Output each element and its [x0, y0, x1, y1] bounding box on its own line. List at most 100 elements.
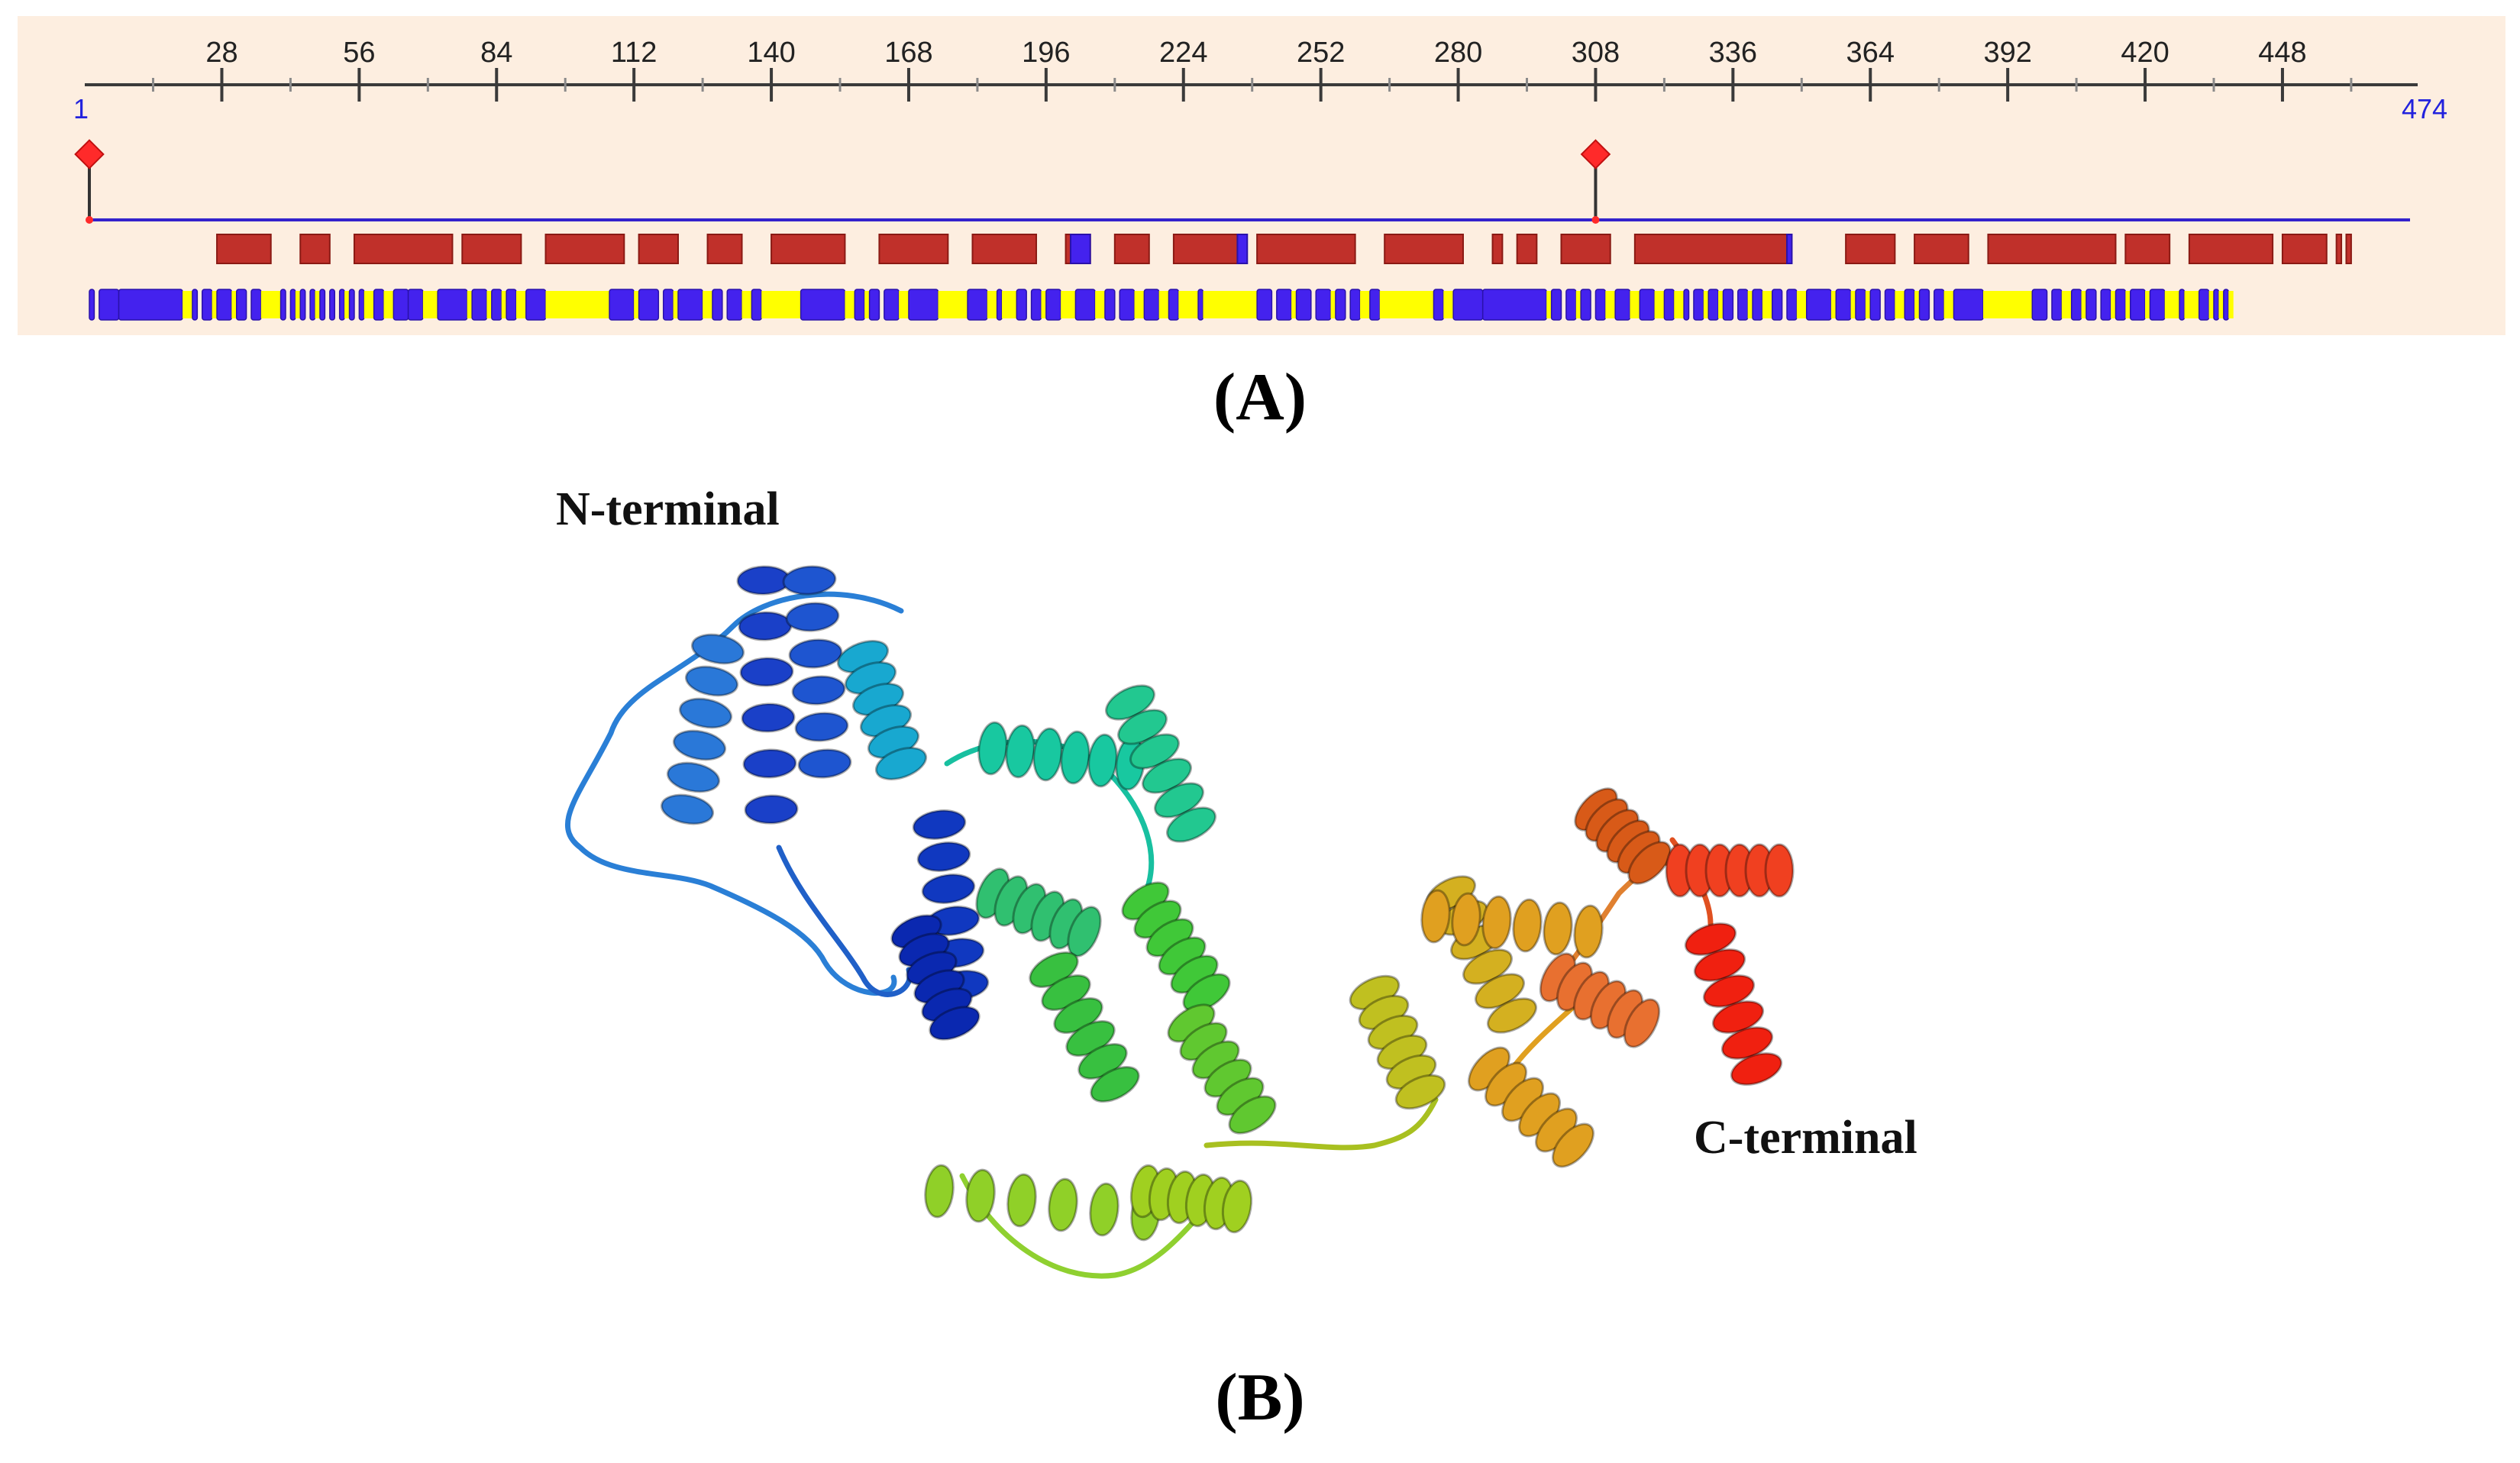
- strand-segment: [525, 289, 547, 321]
- ruler-tick-label: 392: [1983, 37, 2031, 69]
- strand-segment: [967, 289, 988, 321]
- helix-turn: [1702, 974, 1756, 1008]
- strand-segment: [2213, 289, 2220, 321]
- helix-box: [1516, 234, 1538, 264]
- helix-turn: [874, 747, 928, 780]
- strand-segment: [2179, 289, 2186, 321]
- helix-box: [1633, 234, 1788, 264]
- coil-segment: [467, 291, 473, 318]
- ruler-tick-label: 364: [1846, 37, 1895, 69]
- strand-segment: [854, 289, 865, 321]
- coil-segment: [1061, 291, 1076, 318]
- strand-segment: [491, 289, 502, 321]
- strand-segment: [338, 289, 345, 321]
- coil-segment: [1983, 291, 2033, 318]
- helix-turn: [690, 633, 745, 665]
- coil-loop: [565, 591, 904, 996]
- strand-segment: [235, 289, 247, 321]
- strand-segment: [118, 289, 183, 321]
- strand-segment: [662, 289, 674, 321]
- coil-segment: [1178, 291, 1199, 318]
- helix-box: [638, 234, 679, 264]
- coil-segment: [1703, 291, 1709, 318]
- coil-segment: [1605, 291, 1616, 318]
- helix-turn: [1060, 730, 1090, 785]
- coil-segment: [1134, 291, 1145, 318]
- ruler-tick-label: 168: [884, 37, 932, 69]
- strand-segment: [638, 289, 660, 321]
- helix-turn: [1512, 898, 1543, 953]
- strand-segment: [1693, 289, 1704, 321]
- strand-segment: [908, 289, 939, 321]
- coil-segment: [2111, 291, 2116, 318]
- ruler-tick-label: 224: [1159, 37, 1207, 69]
- helix-turn: [921, 874, 976, 904]
- ruler-tick-label: 84: [480, 37, 512, 69]
- n-terminal-label: N-terminal: [556, 483, 780, 535]
- strand-segment: [373, 289, 385, 321]
- helix-turn: [924, 1164, 955, 1219]
- coil-segment: [845, 291, 855, 318]
- strand-segment: [2070, 289, 2082, 321]
- strand-segment: [609, 289, 635, 321]
- strand-segment: [1349, 289, 1361, 321]
- helix-turn: [1166, 806, 1216, 843]
- coil-segment: [1914, 291, 1920, 318]
- helix-turn: [912, 809, 967, 840]
- helix-turn: [1048, 1177, 1078, 1232]
- helix-box: [971, 234, 1038, 264]
- helix-turn: [1006, 1173, 1037, 1228]
- helix-box: [1113, 234, 1150, 264]
- coil-segment: [1575, 291, 1581, 318]
- helix-box: [1172, 234, 1239, 264]
- coil-segment: [344, 291, 350, 318]
- coil-segment: [1850, 291, 1856, 318]
- coil-segment: [212, 291, 218, 318]
- helix-box: [1384, 234, 1464, 264]
- helix-turn: [1005, 724, 1035, 779]
- coil-segment: [363, 291, 374, 318]
- strand-segment: [1737, 289, 1749, 321]
- strand-segment: [1580, 289, 1591, 321]
- strand-segment: [99, 289, 120, 321]
- coil-segment: [1041, 291, 1046, 318]
- helix-turn: [791, 675, 846, 706]
- helix-box: [353, 234, 454, 264]
- helix-turn: [797, 748, 852, 779]
- strand-segment: [216, 289, 233, 321]
- coil-loop: [1203, 1096, 1439, 1151]
- helix-turn: [782, 565, 837, 596]
- coil-segment: [2145, 291, 2150, 318]
- helix-box: [2281, 234, 2328, 264]
- helix-turn: [1573, 904, 1604, 959]
- coil-loop: [776, 845, 913, 997]
- strand-segment: [437, 289, 468, 321]
- strand-segment: [751, 289, 762, 321]
- strand-segment: [471, 289, 488, 321]
- coil-segment: [899, 291, 909, 318]
- helix-box: [878, 234, 949, 264]
- coil-segment: [1630, 291, 1640, 318]
- helix-turn: [1543, 901, 1573, 956]
- strand-segment: [329, 289, 335, 321]
- strand-segment: [1030, 289, 1042, 321]
- coil-segment: [1943, 291, 1954, 318]
- strand-segment: [1663, 289, 1675, 321]
- helix-box: [1987, 234, 2117, 264]
- strand-segment: [1918, 289, 1930, 321]
- helix-box: [2188, 234, 2274, 264]
- panel-b-caption: (B): [1215, 1361, 1305, 1435]
- strand-segment: [1143, 289, 1160, 321]
- coil-segment: [183, 291, 192, 318]
- coil-segment: [741, 291, 752, 318]
- c-terminal-label: C-terminal: [1694, 1112, 1917, 1164]
- strand-segment: [1884, 289, 1896, 321]
- strand-segment: [1953, 289, 1984, 321]
- strand-segment: [1045, 289, 1061, 321]
- helix-box: [299, 234, 331, 264]
- coil-segment: [1796, 291, 1807, 318]
- ruler-tick-label: 448: [2258, 37, 2306, 69]
- coil-segment: [1291, 291, 1297, 318]
- strand-segment: [800, 289, 846, 321]
- position-ruler: [85, 68, 2418, 102]
